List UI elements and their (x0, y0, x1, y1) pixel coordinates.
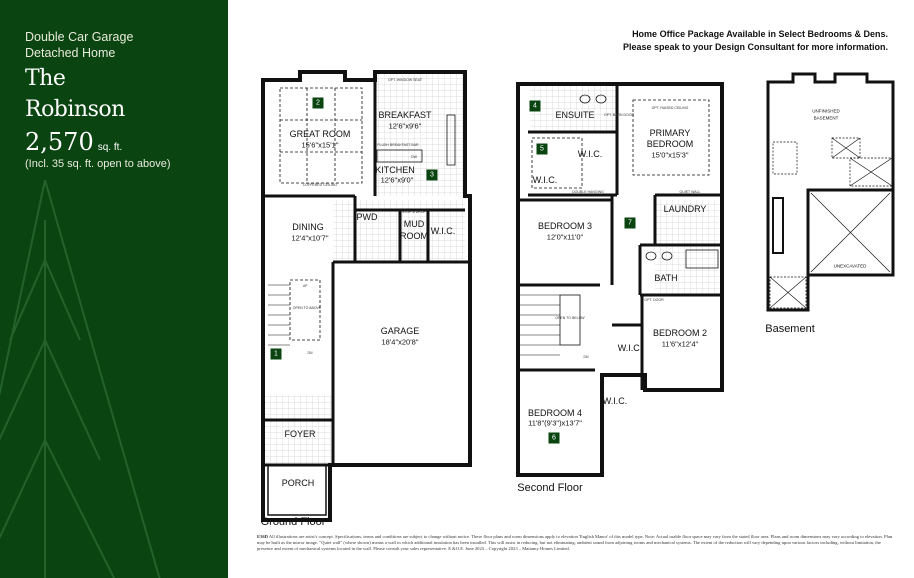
badge-1: 1 (270, 348, 282, 360)
sqft-value: 2,570 (25, 128, 94, 156)
room-dining: DINING (292, 222, 324, 232)
sqft-unit: sq. ft. (97, 142, 123, 153)
room-foyer: FOYER (284, 429, 316, 439)
badge-2: 2 (312, 97, 324, 109)
room-wic-small: W.I.C. (532, 175, 558, 185)
room-mud: MUD (403, 219, 425, 229)
room-bedroom4: BEDROOM 4 (527, 408, 583, 418)
badge-7: 7 (624, 217, 636, 229)
info-panel: Double Car Garage Detached Home The Robi… (0, 0, 228, 578)
legal-text: All illustrations are artist's concept. … (257, 534, 893, 552)
sqft-note: (Incl. 35 sq. ft. open to above) (25, 158, 171, 170)
room-bedroom2-dim: 11'6"x12'4" (661, 339, 699, 349)
badge-6: 6 (548, 432, 560, 444)
tree-watermark-icon (0, 180, 161, 578)
note-breakfast-bar: FLUSH BREAKFAST BAR (377, 143, 419, 147)
room-laundry: LAUNDRY (663, 204, 707, 214)
room-breakfast: BREAKFAST (378, 110, 432, 120)
note-window-seat: OPT. WINDOW SEAT (388, 78, 422, 82)
room-bedroom2: BEDROOM 2 (652, 328, 708, 338)
room-porch: PORCH (281, 478, 315, 488)
room-bedroom4-dim: 11'8"(9'3")x13'7" (528, 418, 582, 428)
note-open-below: OPEN TO BELOW (555, 316, 585, 320)
room-bedroom3-dim: 12'0"x11'0" (546, 232, 584, 242)
note-coffered: COFFERED CEILING (302, 183, 338, 187)
badge-3: 3 (426, 169, 438, 181)
room-bedroom3: BEDROOM 3 (537, 221, 593, 231)
room-garage-dim: 18'4"x20'8" (381, 337, 419, 347)
room-unexcavated: UNEXCAVATED (833, 263, 867, 269)
room-wic-primary: W.I.C. (577, 149, 603, 159)
room-great-room: GREAT ROOM (289, 129, 351, 139)
second-floor-plan (516, 82, 724, 477)
badge-4: 4 (529, 100, 541, 112)
ground-floor-title: Ground Floor (260, 516, 326, 528)
home-type-line2: Detached Home (25, 46, 116, 60)
note-stop-drop: STOP & DROP (402, 210, 426, 214)
note-double-hanging: DOUBLE HANGING (572, 190, 604, 194)
room-great-room-dim: 15'6"x15'1" (301, 140, 339, 150)
room-dining-dim: 12'4"x10'7" (291, 233, 329, 243)
room-kitchen: KITCHEN (375, 165, 415, 175)
note-dn: DN (307, 351, 313, 355)
room-breakfast-dim: 12'6"x9'6" (388, 121, 422, 131)
ground-floor-plan (261, 70, 472, 522)
basement-title: Basement (765, 323, 815, 335)
room-kitchen-dim: 12'6"x9'0" (380, 175, 414, 185)
legal-disclaimer: E36D All illustrations are artist's conc… (257, 534, 897, 553)
home-type-line1: Double Car Garage (25, 30, 134, 44)
basement-plan (766, 72, 895, 312)
note-opt-door: OPT. DOOR (644, 298, 664, 302)
room-unfinished-basement: BASEMENT (813, 115, 839, 121)
room-primary: PRIMARY (649, 128, 691, 138)
room-wic-ground: W.I.C. (430, 226, 456, 236)
note-dn-second: DN (583, 355, 589, 359)
room-unfinished: UNFINISHED (812, 108, 840, 114)
note-line1: Home Office Package Available in Select … (632, 29, 888, 39)
room-ensuite: ENSUITE (555, 110, 595, 120)
room-wic-bedroom2: W.I.C. (617, 343, 643, 353)
second-floor-title: Second Floor (517, 482, 583, 494)
room-mud-room: ROOM (400, 231, 428, 241)
room-wic-bedroom4: W.I.C. (602, 396, 628, 406)
note-barn-door: OPT. BARN DOOR (604, 113, 634, 117)
badge-5: 5 (536, 143, 548, 155)
note-line2: Please speak to your Design Consultant f… (622, 42, 888, 52)
room-powder: PWD (356, 212, 378, 222)
room-garage: GARAGE (380, 326, 420, 336)
model-name-line1: The (25, 66, 66, 91)
home-office-note: Home Office Package Available in Select … (623, 28, 888, 54)
room-bath: BATH (654, 273, 678, 283)
note-open-above: OPEN TO ABOVE (292, 306, 322, 310)
room-primary-dim: 15'0"x15'3" (651, 150, 689, 160)
note-dishwasher: DW (411, 155, 417, 159)
model-name-line2: Robinson (25, 97, 125, 122)
room-primary-bedroom: BEDROOM (646, 139, 694, 149)
note-up: UP (302, 284, 308, 288)
legal-code: E36D (257, 534, 268, 539)
note-raised-ceiling: OPT. RAISED CEILING (651, 106, 689, 110)
note-quiet-wall: QUIET WALL (679, 190, 701, 194)
